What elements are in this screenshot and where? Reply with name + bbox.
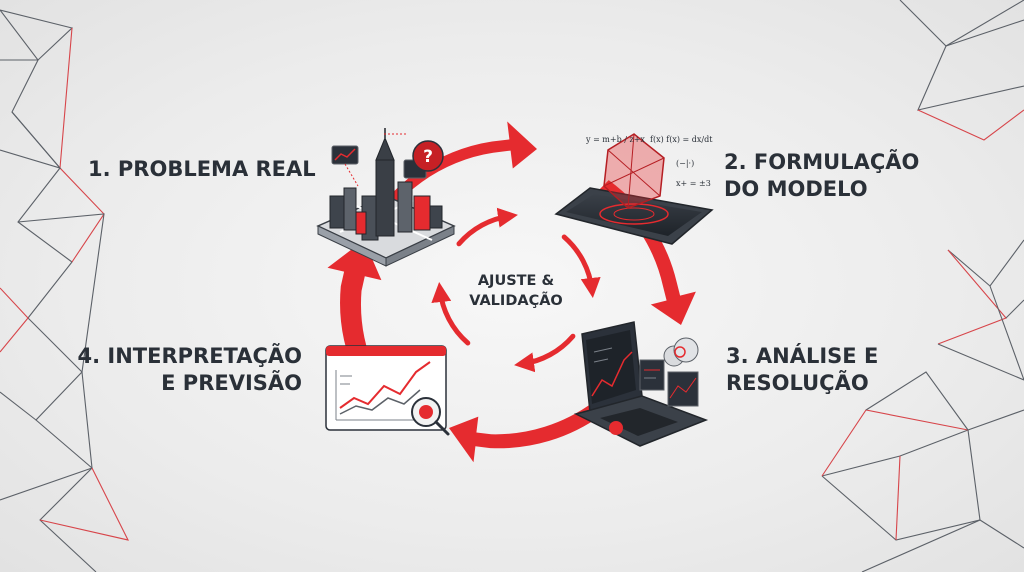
svg-text:?: ?	[423, 147, 433, 167]
outer-cycle-arrows	[327, 121, 696, 463]
inner-arrow-right	[561, 234, 601, 298]
formula-line: y = m+b / z+x	[585, 135, 645, 144]
tablet-model-icon: y = m+b / z+x f(x) f(x) = dx/dt (−|·) x+…	[554, 133, 714, 245]
polygon-network-right-decoration	[821, 0, 1024, 572]
chart-prediction-icon	[325, 345, 450, 436]
polygon-network-left-decoration	[0, 9, 130, 572]
inner-arrow-left	[431, 282, 471, 346]
inner-validation-loop	[431, 207, 601, 373]
arrow-problem-to-model	[362, 121, 537, 240]
step-3-label: 3. ANÁLISE E RESOLUÇÃO	[726, 344, 879, 395]
arrow-interpretation-to-problem	[327, 240, 382, 376]
city-problem-icon: ?	[316, 128, 456, 267]
center-validation-label: AJUSTE & VALIDAÇÃO	[469, 273, 563, 309]
step-4-label: 4. INTERPRETAÇÃO E PREVISÃO	[77, 344, 303, 395]
inner-arrow-top	[456, 207, 518, 247]
arrow-analysis-to-interpretation	[449, 402, 603, 463]
arrow-model-to-analysis	[599, 180, 696, 325]
formula-line: (−|·)	[676, 159, 694, 168]
step-2-label: 2. FORMULAÇÃO DO MODELO	[724, 150, 920, 201]
formula-line: f(x) f(x) = dx/dt	[650, 135, 713, 144]
formula-line: x+ = ±3	[676, 179, 711, 188]
laptop-analysis-icon	[573, 321, 709, 447]
step-1-label: 1. PROBLEMA REAL	[88, 157, 316, 181]
inner-arrow-bottom	[514, 333, 576, 373]
